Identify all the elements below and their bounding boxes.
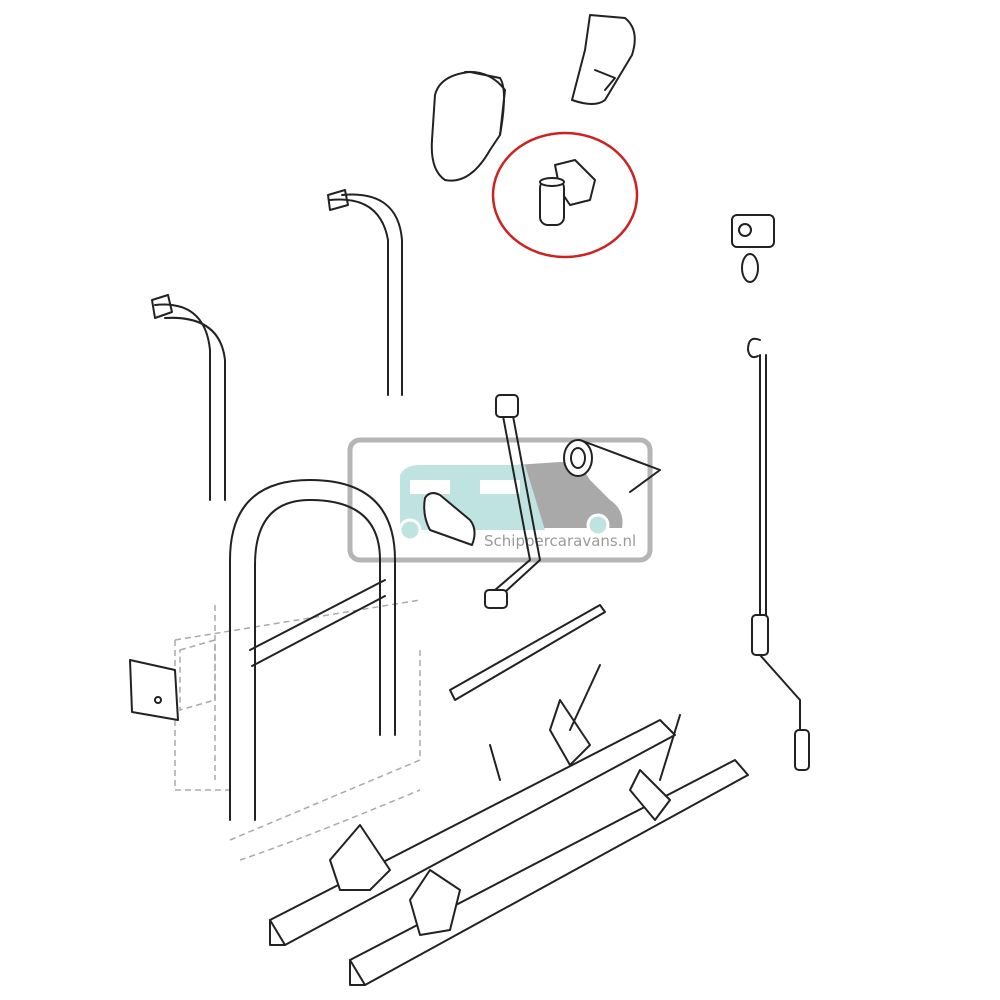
main-frame bbox=[229, 479, 396, 821]
wheel-holders bbox=[329, 664, 681, 936]
strap-reel bbox=[563, 439, 661, 493]
lock-knob-with-ring bbox=[731, 214, 775, 283]
rubber-strap bbox=[449, 604, 606, 701]
anti-rattle-rod bbox=[747, 337, 810, 771]
highlight-circle bbox=[491, 131, 639, 259]
highlighted-clamp-part[interactable] bbox=[491, 131, 639, 259]
upper-arm-tube-left bbox=[151, 294, 226, 501]
strap-arm bbox=[484, 394, 541, 609]
end-cap-cover-right bbox=[571, 14, 636, 105]
upper-arm-tube-right bbox=[327, 189, 403, 396]
bumper-pad bbox=[423, 492, 476, 546]
watermark-logo: Schippercaravans.nl bbox=[347, 437, 653, 563]
watermark-text: Schippercaravans.nl bbox=[484, 532, 636, 550]
mounting-plate bbox=[129, 659, 179, 721]
ghost-frame bbox=[174, 599, 421, 861]
end-cap-cover-left bbox=[430, 70, 506, 182]
